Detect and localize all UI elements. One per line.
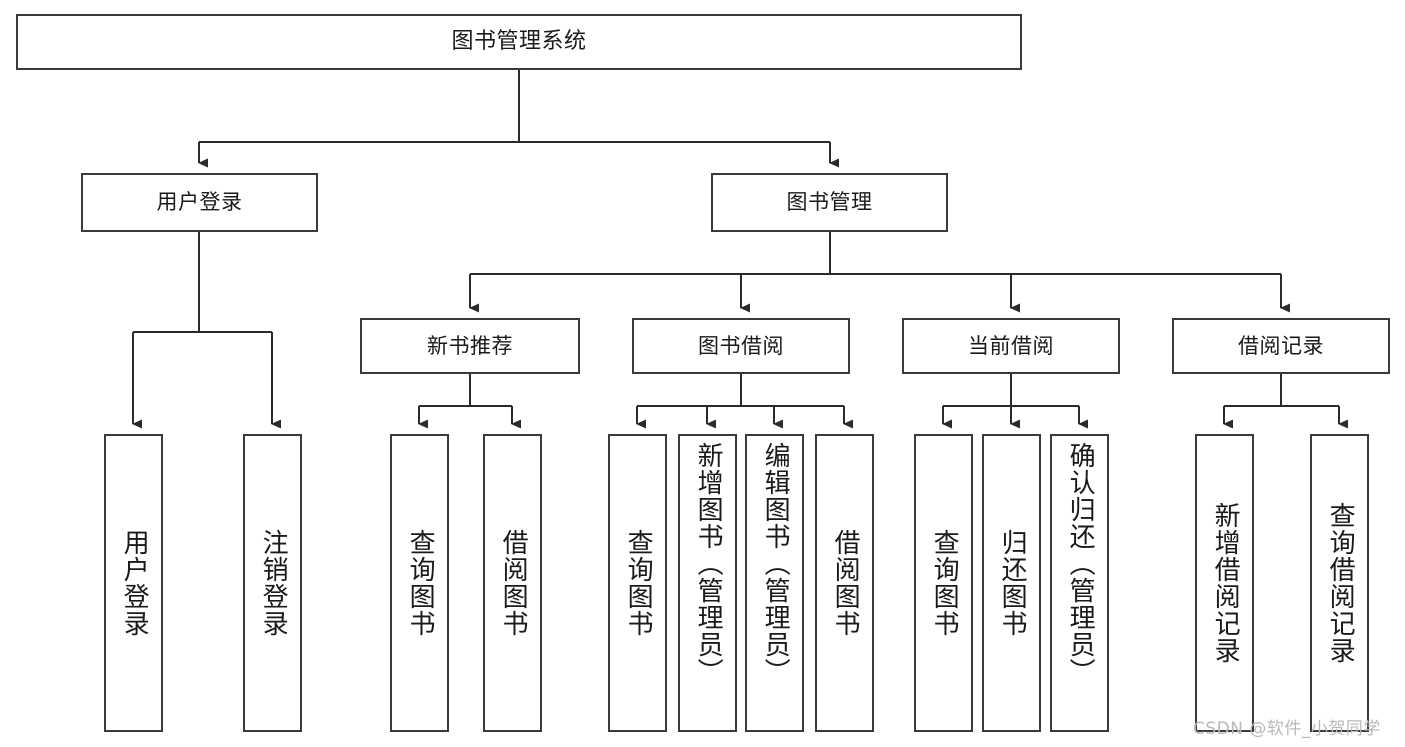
- node-leaf-edit-book-admin[interactable]: 编辑图书（管理员）: [745, 434, 804, 732]
- node-borrow-record[interactable]: 借阅记录: [1172, 318, 1390, 374]
- node-leaf-query-borrow-record[interactable]: 查询借阅记录: [1310, 434, 1369, 732]
- node-label: 借阅图书: [498, 529, 529, 637]
- node-book-borrow[interactable]: 图书借阅: [632, 318, 850, 374]
- node-book-manage[interactable]: 图书管理: [711, 173, 948, 232]
- node-current-borrow[interactable]: 当前借阅: [902, 318, 1120, 374]
- node-label: 图书管理系统: [451, 28, 587, 54]
- node-leaf-query-book-current[interactable]: 查询图书: [914, 434, 973, 732]
- node-label: 查询图书: [405, 529, 436, 637]
- node-label: 新书推荐: [427, 333, 513, 358]
- node-label: 图书借阅: [698, 333, 784, 358]
- csdn-watermark: CSDN @软件_小贺同学: [1193, 719, 1381, 739]
- node-label: 确认归还（管理员）: [1065, 442, 1096, 685]
- node-leaf-query-book-borrow[interactable]: 查询图书: [608, 434, 667, 732]
- node-label: 编辑图书（管理员）: [760, 442, 791, 685]
- node-label: 查询图书: [623, 529, 654, 637]
- node-leaf-return-book[interactable]: 归还图书: [982, 434, 1041, 732]
- node-label: 查询图书: [929, 529, 960, 637]
- node-label: 用户登录: [156, 190, 243, 215]
- node-label: 新增图书（管理员）: [693, 442, 724, 685]
- node-label: 查询借阅记录: [1325, 502, 1356, 664]
- node-leaf-confirm-return-admin[interactable]: 确认归还（管理员）: [1050, 434, 1109, 732]
- node-label: 新增借阅记录: [1210, 502, 1241, 664]
- node-label: 当前借阅: [968, 333, 1054, 358]
- node-leaf-user-login[interactable]: 用户登录: [104, 434, 163, 732]
- node-label: 归还图书: [997, 529, 1028, 637]
- node-leaf-borrow-book-rec[interactable]: 借阅图书: [483, 434, 542, 732]
- node-label: 注销登录: [258, 529, 289, 637]
- node-user-login[interactable]: 用户登录: [81, 173, 318, 232]
- node-leaf-logout[interactable]: 注销登录: [243, 434, 302, 732]
- node-label: 借阅记录: [1238, 333, 1324, 358]
- node-label: 借阅图书: [830, 529, 861, 637]
- node-label: 图书管理: [786, 190, 873, 215]
- node-leaf-query-book-rec[interactable]: 查询图书: [390, 434, 449, 732]
- node-new-book-recommend[interactable]: 新书推荐: [360, 318, 580, 374]
- node-leaf-add-borrow-record[interactable]: 新增借阅记录: [1195, 434, 1254, 732]
- node-leaf-add-book-admin[interactable]: 新增图书（管理员）: [678, 434, 737, 732]
- node-leaf-borrow-book-borrow[interactable]: 借阅图书: [815, 434, 874, 732]
- node-label: 用户登录: [119, 529, 150, 637]
- node-root-system[interactable]: 图书管理系统: [16, 14, 1022, 70]
